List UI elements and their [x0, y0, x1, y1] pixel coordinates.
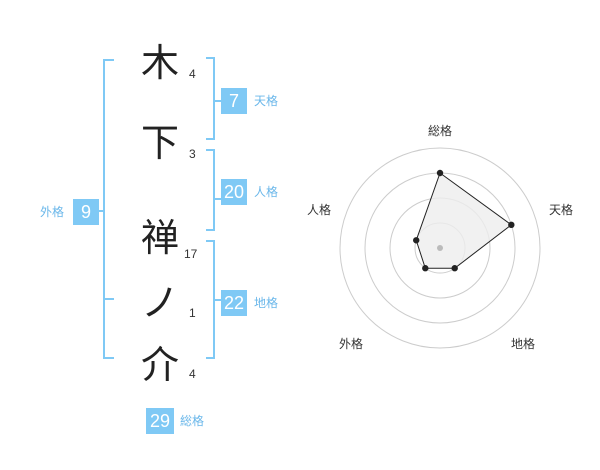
stroke-count-3: 17 [184, 247, 198, 261]
radar-ring-4 [339, 147, 541, 349]
radar-axis-label-tenkaku: 天格 [549, 203, 574, 217]
soukaku-badge: 29 [146, 408, 174, 434]
gaikaku-label: 外格 [40, 205, 65, 219]
radar-point-4 [422, 265, 429, 272]
radar-point-1 [436, 169, 444, 177]
radar-point-3 [451, 265, 458, 272]
radar-polygon [415, 172, 513, 269]
tenkaku-label: 天格 [254, 94, 279, 108]
radar-center-dot [437, 245, 443, 251]
radar-axis-label-jinkaku: 人格 [307, 203, 332, 217]
chikaku-label: 地格 [254, 296, 279, 310]
stroke-count-5: 4 [189, 367, 196, 381]
radar-axis-label-soukaku: 総格 [428, 124, 453, 138]
bracket-jinkaku [206, 149, 215, 231]
tenkaku-badge: 7 [221, 88, 247, 114]
jinkaku-label: 人格 [254, 185, 279, 199]
radar-point-2 [508, 221, 515, 229]
stroke-count-1: 4 [189, 67, 196, 81]
bracket-chikaku [206, 240, 215, 359]
radar-point-5 [413, 237, 420, 244]
chikaku-badge: 22 [221, 290, 247, 316]
name-char-4: ノ [140, 281, 179, 325]
stroke-count-4: 1 [189, 306, 196, 320]
name-char-5: 介 [140, 343, 179, 387]
name-char-3: 禅 [140, 216, 179, 260]
soukaku-label: 総格 [180, 414, 205, 428]
stroke-count-2: 3 [189, 147, 196, 161]
radar-axis-label-chikaku: 地格 [511, 337, 536, 351]
name-char-2: 下 [140, 121, 179, 165]
name-char-1: 木 [140, 41, 179, 85]
jinkaku-badge: 20 [221, 179, 247, 205]
bracket-gaikaku [103, 59, 114, 359]
radar-axis-label-gaikaku: 外格 [339, 337, 364, 351]
gaikaku-badge: 9 [73, 199, 99, 225]
bracket-tenkaku [206, 57, 215, 140]
